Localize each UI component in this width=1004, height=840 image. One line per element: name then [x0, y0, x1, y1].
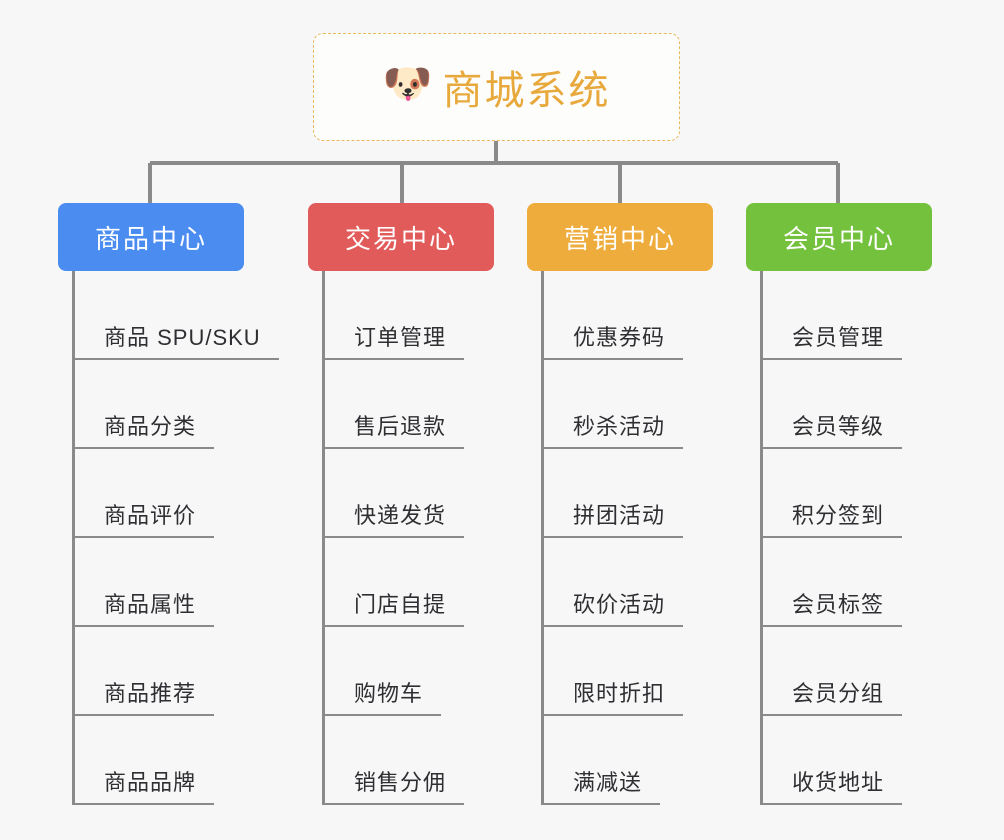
leaf-spine-1 — [322, 271, 325, 805]
leaf-label: 商品评价 — [72, 498, 215, 538]
leaf-item[interactable]: 秒杀活动 — [527, 360, 713, 449]
leaf-label: 购物车 — [322, 676, 442, 716]
category-column-3: 会员中心 会员管理 会员等级 积分签到 会员标签 会员分组 收货地址 — [746, 203, 932, 805]
shiba-dog-face-icon: 🐶 — [382, 62, 433, 106]
leaf-label: 会员等级 — [760, 409, 903, 449]
leaf-item[interactable]: 会员等级 — [746, 360, 932, 449]
category-column-2: 营销中心 优惠券码 秒杀活动 拼团活动 砍价活动 限时折扣 满减送 — [527, 203, 713, 805]
leaf-spine-3 — [760, 271, 763, 805]
leaf-item[interactable]: 砍价活动 — [527, 538, 713, 627]
leaf-item[interactable]: 购物车 — [308, 627, 494, 716]
leaf-label: 快递发货 — [322, 498, 465, 538]
leaf-item[interactable]: 会员分组 — [746, 627, 932, 716]
leaf-label: 积分签到 — [760, 498, 903, 538]
leaf-list-1: 订单管理 售后退款 快递发货 门店自提 购物车 销售分佣 — [308, 271, 494, 805]
leaf-label: 秒杀活动 — [541, 409, 684, 449]
leaf-item[interactable]: 商品 SPU/SKU — [58, 271, 279, 360]
leaf-label: 优惠券码 — [541, 320, 684, 360]
leaf-label: 限时折扣 — [541, 676, 684, 716]
leaf-label: 满减送 — [541, 765, 661, 805]
leaf-label: 商品分类 — [72, 409, 215, 449]
category-header-1[interactable]: 交易中心 — [308, 203, 494, 271]
leaf-label: 商品品牌 — [72, 765, 215, 805]
leaf-item[interactable]: 商品属性 — [58, 538, 279, 627]
category-column-0: 商品中心 商品 SPU/SKU 商品分类 商品评价 商品属性 商品推荐 商品品牌 — [58, 203, 279, 805]
leaf-item[interactable]: 满减送 — [527, 716, 713, 805]
leaf-spine-2 — [541, 271, 544, 805]
category-header-0[interactable]: 商品中心 — [58, 203, 244, 271]
leaf-item[interactable]: 优惠券码 — [527, 271, 713, 360]
root-node[interactable]: 🐶 商城系统 — [313, 33, 680, 141]
root-title: 商城系统 — [442, 69, 611, 113]
leaf-label: 订单管理 — [322, 320, 465, 360]
leaf-label: 门店自提 — [322, 587, 465, 627]
leaf-label: 商品 SPU/SKU — [72, 320, 279, 360]
leaf-label: 拼团活动 — [541, 498, 684, 538]
leaf-item[interactable]: 收货地址 — [746, 716, 932, 805]
leaf-item[interactable]: 商品评价 — [58, 449, 279, 538]
leaf-list-0: 商品 SPU/SKU 商品分类 商品评价 商品属性 商品推荐 商品品牌 — [58, 271, 279, 805]
leaf-item[interactable]: 拼团活动 — [527, 449, 713, 538]
category-header-2[interactable]: 营销中心 — [527, 203, 713, 271]
leaf-label: 砍价活动 — [541, 587, 684, 627]
leaf-item[interactable]: 售后退款 — [308, 360, 494, 449]
leaf-spine-0 — [72, 271, 75, 805]
leaf-item[interactable]: 会员标签 — [746, 538, 932, 627]
category-header-3[interactable]: 会员中心 — [746, 203, 932, 271]
leaf-label: 收货地址 — [760, 765, 903, 805]
leaf-item[interactable]: 会员管理 — [746, 271, 932, 360]
category-column-1: 交易中心 订单管理 售后退款 快递发货 门店自提 购物车 销售分佣 — [308, 203, 494, 805]
leaf-label: 销售分佣 — [322, 765, 465, 805]
leaf-item[interactable]: 销售分佣 — [308, 716, 494, 805]
leaf-item[interactable]: 积分签到 — [746, 449, 932, 538]
leaf-item[interactable]: 商品推荐 — [58, 627, 279, 716]
leaf-label: 会员分组 — [760, 676, 903, 716]
leaf-label: 会员管理 — [760, 320, 903, 360]
leaf-item[interactable]: 限时折扣 — [527, 627, 713, 716]
leaf-item[interactable]: 快递发货 — [308, 449, 494, 538]
leaf-list-2: 优惠券码 秒杀活动 拼团活动 砍价活动 限时折扣 满减送 — [527, 271, 713, 805]
leaf-list-3: 会员管理 会员等级 积分签到 会员标签 会员分组 收货地址 — [746, 271, 932, 805]
leaf-item[interactable]: 门店自提 — [308, 538, 494, 627]
leaf-item[interactable]: 商品品牌 — [58, 716, 279, 805]
leaf-label: 商品属性 — [72, 587, 215, 627]
leaf-label: 会员标签 — [760, 587, 903, 627]
leaf-item[interactable]: 订单管理 — [308, 271, 494, 360]
leaf-item[interactable]: 商品分类 — [58, 360, 279, 449]
leaf-label: 商品推荐 — [72, 676, 215, 716]
leaf-label: 售后退款 — [322, 409, 465, 449]
